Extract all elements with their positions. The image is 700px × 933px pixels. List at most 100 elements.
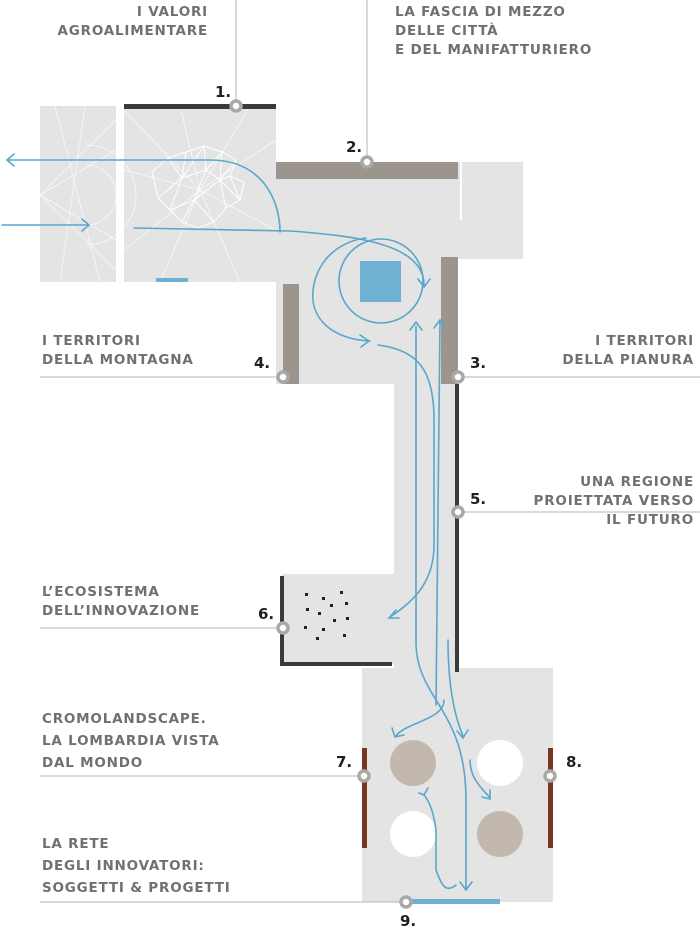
zone-label-2-line-1: LA FASCIA DI MEZZO [395, 4, 566, 20]
floor-room-1 [124, 106, 276, 282]
arrow-exit-left [5, 153, 15, 167]
flow-into-cromo-left [395, 699, 445, 737]
room-6-dots [304, 591, 349, 640]
flow-rotunda-outer [311, 237, 371, 342]
zone-number-1: 1. [215, 83, 231, 101]
innovation-dot [322, 597, 325, 600]
flow-room-1-to-rotunda [133, 227, 425, 287]
innovation-dot [305, 593, 308, 596]
innovation-dot [333, 619, 336, 622]
floor-room-cromo [362, 668, 553, 902]
flow-up-corridor [435, 319, 441, 706]
disc-top-right [477, 740, 523, 786]
innovation-dot [318, 612, 321, 615]
zone-label-5-line-3: IL FUTURO [606, 512, 694, 528]
wall-room-7 [362, 748, 367, 848]
zone-number-6: 6. [258, 605, 274, 623]
cromolandscape-discs [390, 740, 523, 857]
disc-bottom-right [477, 811, 523, 857]
arrow-cromo-right [456, 729, 469, 740]
zone-labels: I VALORI AGROALIMENTARE LA FASCIA DI MEZ… [42, 4, 694, 896]
zone-label-3-line-2: DELLA PIANURA [562, 352, 694, 368]
flow-to-room-6 [377, 344, 435, 618]
marker-8 [543, 769, 557, 783]
innovation-dot [306, 608, 309, 611]
arrow-rotunda [417, 278, 431, 289]
zone-label-7-line-3: DAL MONDO [42, 755, 143, 771]
flow-return-up [423, 794, 457, 890]
floor-corridor-5 [394, 384, 458, 674]
zone-number-8: 8. [566, 753, 582, 771]
marker-4 [276, 370, 290, 384]
innovation-dot [322, 628, 325, 631]
disc-bottom-left [390, 811, 436, 857]
zone-label-5-line-2: PROIETTATA VERSO [534, 493, 694, 509]
flow-to-disc [469, 759, 491, 799]
wall-room-1 [124, 104, 276, 109]
marker-3 [451, 370, 465, 384]
wall-room-4 [283, 284, 299, 384]
zone-label-4-line-2: DELLA MONTAGNA [42, 352, 194, 368]
flow-into-cromo-right [447, 639, 464, 737]
wall-room-6 [280, 576, 392, 666]
wall-room-5 [455, 384, 459, 672]
zone-number-7: 7. [336, 753, 352, 771]
innovation-dot [304, 626, 307, 629]
room-2-partition [460, 162, 462, 220]
marker-6 [276, 621, 290, 635]
arrow-up-corridor-2 [433, 318, 447, 329]
marker-dots [229, 99, 557, 909]
room-2-rotunda [338, 238, 424, 324]
zone-label-7-line-2: LA LOMBARDIA VISTA [42, 733, 220, 749]
zone-label-6-line-1: L’ECOSISTEMA [42, 584, 160, 600]
zone-label-9-line-3: SOGGETTI & PROGETTI [42, 880, 231, 896]
zone-label-2-line-3: E DEL MANIFATTURIERO [395, 42, 592, 58]
zone-number-3: 3. [470, 354, 486, 372]
zone-number-4: 4. [254, 354, 270, 372]
zone-number-2: 2. [346, 138, 362, 156]
zone-label-1-line-1: I VALORI [137, 4, 208, 20]
innovation-dot [340, 591, 343, 594]
zone-numbers: 1. 2. 3. 4. 5. 6. 7. 8. 9. [215, 83, 582, 930]
zone-label-9-line-2: DEGLI INNOVATORI: [42, 858, 205, 874]
floor-areas [40, 106, 553, 902]
zone-label-7-line-1: CROMOLANDSCAPE. [42, 711, 207, 727]
innovation-dot [316, 637, 319, 640]
left-panel-rays [39, 105, 137, 283]
zone-label-6-line-2: DELL’INNOVAZIONE [42, 603, 200, 619]
arrow-return-up [418, 787, 429, 797]
floor-room-6 [282, 574, 394, 664]
wall-room-8 [548, 748, 553, 848]
zone-label-5-line-1: UNA REGIONE [580, 474, 694, 490]
innovation-dot [343, 634, 346, 637]
zone-label-9-line-1: LA RETE [42, 836, 109, 852]
floor-left-panel [40, 106, 116, 282]
arrow-to-disc [481, 789, 491, 801]
arrowheads [5, 153, 491, 892]
marker-1 [229, 99, 243, 113]
room-1-network [123, 105, 277, 283]
blue-square-installation [360, 261, 401, 302]
flow-down-corridor [415, 325, 467, 889]
arrow-up-corridor [409, 320, 423, 331]
zone-number-5: 5. [470, 490, 486, 508]
wall-room-2 [276, 162, 458, 179]
visitor-flow [1, 159, 491, 890]
arrow-down-end [459, 881, 473, 892]
arrow-rotunda-outer [359, 334, 371, 348]
zone-number-9: 9. [400, 912, 416, 930]
marker-5 [451, 505, 465, 519]
zone-label-2-line-2: DELLE CITTÀ [395, 22, 498, 39]
marker-9 [399, 895, 413, 909]
marker-7 [357, 769, 371, 783]
innovation-dot [330, 604, 333, 607]
zone-label-3-line-1: I TERRITORI [595, 333, 694, 349]
arrow-room-6 [387, 609, 400, 619]
leader-lines [40, 0, 700, 903]
wall-room-3 [441, 257, 458, 384]
innovation-dot [345, 602, 348, 605]
arrow-cromo-left [391, 727, 405, 738]
walls [124, 104, 553, 904]
